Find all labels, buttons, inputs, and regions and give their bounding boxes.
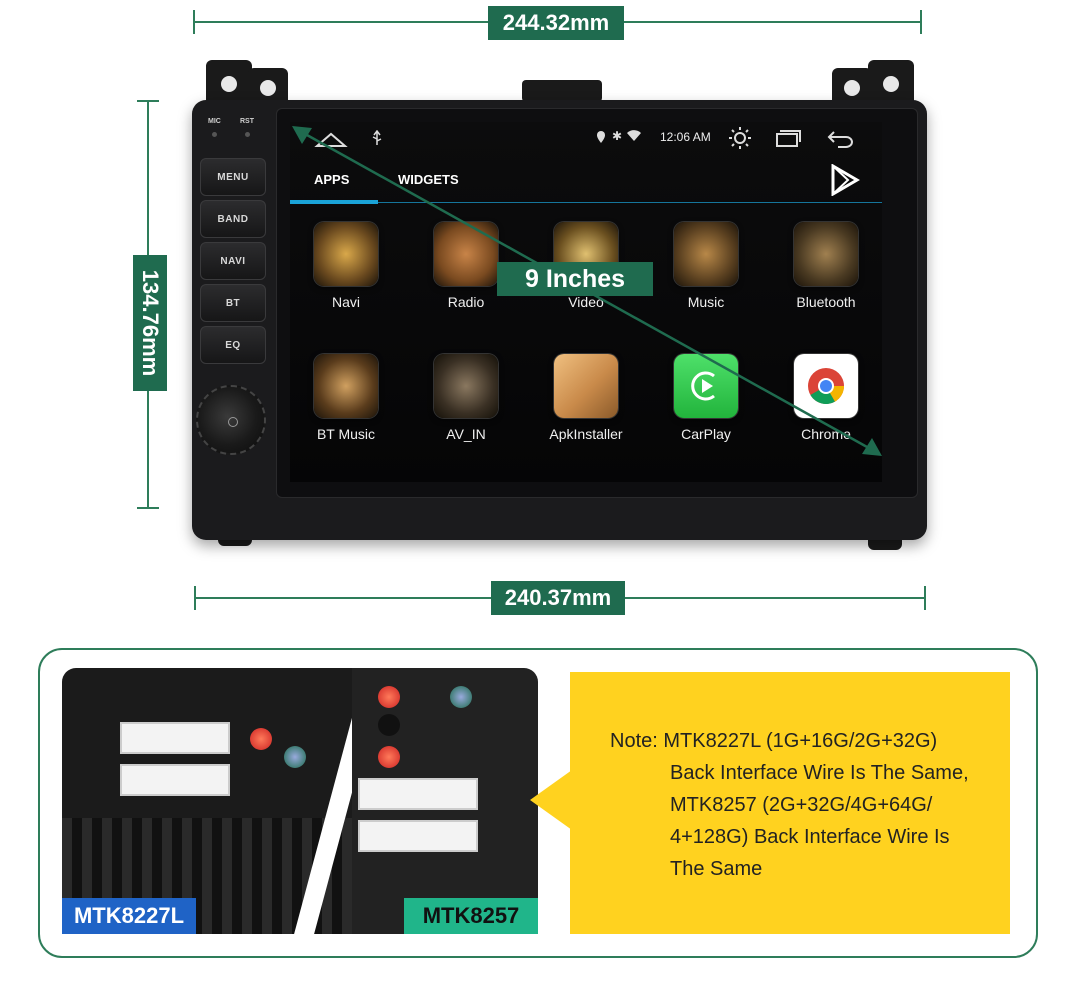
connector-bottom [358, 820, 478, 852]
navi-icon [314, 222, 378, 286]
app-navi[interactable]: Navi [296, 222, 396, 332]
av-in-icon [434, 354, 498, 418]
dim-top-tick-right [920, 10, 922, 34]
app-label: ApkInstaller [549, 426, 623, 442]
eq-button[interactable]: EQ [200, 326, 266, 364]
app-label: AV_IN [446, 426, 486, 442]
carplay-icon [674, 354, 738, 418]
touch-screen: ✱ 12:06 AM APPS WIDGETS [290, 122, 882, 482]
knob-center-icon [228, 417, 238, 427]
app-label: BT Music [316, 426, 376, 442]
wifi-icon [627, 130, 641, 141]
diagonal-size-label: 9 Inches [497, 262, 653, 296]
home-icon[interactable] [314, 128, 348, 150]
app-tabs: APPS WIDGETS [290, 162, 882, 206]
app-label: Chrome [801, 426, 851, 442]
recent-apps-icon[interactable] [774, 128, 802, 148]
bt-button[interactable]: BT [200, 284, 266, 322]
play-store-icon[interactable] [830, 164, 860, 196]
red-connector-icon [378, 746, 400, 768]
top-center-tab [522, 80, 602, 102]
app-carplay[interactable]: CarPlay [656, 354, 756, 464]
app-bt-music[interactable]: BT Music [296, 354, 396, 464]
app-av-in[interactable]: AV_IN [416, 354, 516, 464]
navi-button[interactable]: NAVI [200, 242, 266, 280]
app-label: Bluetooth [796, 294, 856, 310]
dim-top-width-label: 244.32mm [488, 6, 624, 40]
dim-bottom-tick-right [924, 586, 926, 610]
connector-bottom [120, 764, 230, 796]
dim-height-tick-bottom [137, 507, 159, 509]
rst-label: RST [240, 118, 254, 125]
app-label: Navi [331, 294, 360, 310]
mic-label: MIC [208, 118, 221, 125]
tab-divider [290, 202, 882, 203]
dim-bottom-width-label: 240.37mm [491, 581, 625, 615]
model-tag-mtk8227l: MTK8227L [62, 898, 196, 934]
connector-top [120, 722, 230, 754]
note-line-4: 4+128G) Back Interface Wire Is [670, 826, 950, 848]
chrome-icon [794, 354, 858, 418]
dim-top-tick-left [193, 10, 195, 34]
bluetooth-icon [794, 222, 858, 286]
clock: 12:06 AM [660, 130, 711, 144]
mtk8257-back-photo [352, 668, 538, 934]
green-connector-icon [284, 746, 306, 768]
red-connector-icon [378, 686, 400, 708]
note-line-5: The Same [670, 858, 763, 880]
green-connector-icon [450, 686, 472, 708]
red-connector-icon [250, 728, 272, 750]
brightness-icon[interactable] [728, 126, 752, 150]
tab-apps[interactable]: APPS [314, 172, 350, 187]
app-music[interactable]: Music [656, 222, 756, 332]
app-chrome[interactable]: Chrome [776, 354, 876, 464]
note-box: Note: MTK8227L (1G+16G/2G+32G) Back Inte… [570, 672, 1010, 934]
model-tag-mtk8257: MTK8257 [404, 898, 538, 934]
black-connector-icon [378, 714, 400, 736]
apk-installer-icon [554, 354, 618, 418]
tab-widgets[interactable]: WIDGETS [398, 172, 459, 187]
music-icon [674, 222, 738, 286]
status-bar: ✱ 12:06 AM [290, 122, 882, 158]
bt-music-icon [314, 354, 378, 418]
volume-knob[interactable] [196, 385, 266, 455]
bluetooth-status-icon: ✱ [612, 129, 623, 143]
head-unit: MIC RST MENU BAND NAVI BT EQ ✱ 1 [192, 60, 927, 550]
note-line-1: Note: MTK8227L (1G+16G/2G+32G) [610, 730, 938, 752]
back-icon[interactable] [826, 128, 856, 148]
app-label: CarPlay [681, 426, 731, 442]
connector-top [358, 778, 478, 810]
app-label: Radio [447, 294, 485, 310]
mic-hole [212, 132, 217, 137]
note-line-3: MTK8257 (2G+32G/4G+64G/ [670, 794, 933, 816]
app-apk-installer[interactable]: ApkInstaller [536, 354, 636, 464]
dim-height-label: 134.76mm [133, 255, 167, 391]
app-label: Music [687, 294, 725, 310]
band-button[interactable]: BAND [200, 200, 266, 238]
app-label: Video [568, 294, 604, 310]
dim-bottom-tick-left [194, 586, 196, 610]
tab-active-indicator [290, 200, 378, 204]
menu-button[interactable]: MENU [200, 158, 266, 196]
note-pointer [530, 770, 572, 830]
app-bluetooth[interactable]: Bluetooth [776, 222, 876, 332]
rst-hole[interactable] [245, 132, 250, 137]
note-line-2: Back Interface Wire Is The Same, [670, 762, 969, 784]
radio-icon [434, 222, 498, 286]
location-icon [597, 131, 605, 143]
usb-icon [372, 130, 382, 145]
